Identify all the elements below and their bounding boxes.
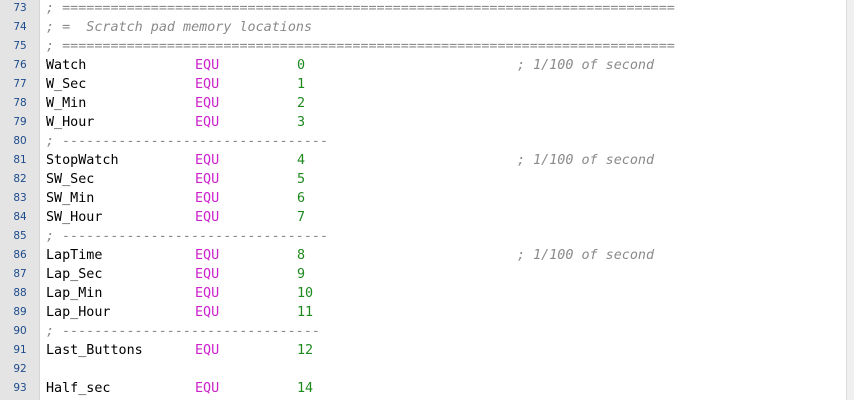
- symbol-label: LapTime: [46, 248, 103, 263]
- code-line[interactable]: 91 Last_Buttons EQU 12: [0, 341, 854, 360]
- code-line[interactable]: 85 ; ---------------------------------: [0, 227, 854, 246]
- line-number: 73: [13, 2, 27, 14]
- comment-text: ; ---------------------------------: [46, 134, 329, 149]
- comment-text: ; ======================================…: [46, 39, 675, 54]
- numeric-value: 10: [297, 286, 314, 301]
- line-number: 91: [13, 344, 27, 356]
- numeric-value: 14: [297, 381, 314, 396]
- line-number: 77: [13, 78, 27, 90]
- code-line[interactable]: 82 SW_Sec EQU 5: [0, 170, 854, 189]
- symbol-label: Lap_Hour: [46, 305, 111, 320]
- numeric-value: 3: [297, 115, 306, 130]
- code-line[interactable]: 76 Watch EQU 0 ; 1/100 of second: [0, 56, 854, 75]
- code-line[interactable]: 83 SW_Min EQU 6: [0, 189, 854, 208]
- symbol-label: Watch: [46, 58, 87, 73]
- comment-text: ; --------------------------------: [46, 324, 321, 339]
- equ-keyword: EQU: [195, 153, 220, 168]
- numeric-value: 2: [297, 96, 306, 111]
- line-number: 83: [13, 192, 27, 204]
- numeric-value: 4: [297, 153, 306, 168]
- symbol-label: SW_Hour: [46, 210, 103, 225]
- line-number-gutter: [0, 0, 40, 400]
- equ-keyword: EQU: [195, 381, 220, 396]
- symbol-label: Half_sec: [46, 381, 111, 396]
- equ-keyword: EQU: [195, 58, 220, 73]
- line-number: 75: [13, 40, 27, 52]
- line-number: 76: [13, 59, 27, 71]
- code-line[interactable]: 92: [0, 360, 854, 379]
- code-line[interactable]: 90 ; --------------------------------: [0, 322, 854, 341]
- equ-keyword: EQU: [195, 343, 220, 358]
- numeric-value: 0: [297, 58, 306, 73]
- equ-keyword: EQU: [195, 96, 220, 111]
- code-line[interactable]: 89 Lap_Hour EQU 11: [0, 303, 854, 322]
- symbol-label: W_Sec: [46, 77, 87, 92]
- comment-text: ; = Scratch pad memory locations: [46, 20, 313, 35]
- code-line[interactable]: 78 W_Min EQU 2: [0, 94, 854, 113]
- line-number: 90: [13, 325, 27, 337]
- symbol-label: Lap_Sec: [46, 267, 103, 282]
- vertical-scrollbar[interactable]: [846, 0, 854, 400]
- line-number: 80: [13, 135, 27, 147]
- numeric-value: 12: [297, 343, 314, 358]
- symbol-label: W_Hour: [46, 115, 95, 130]
- equ-keyword: EQU: [195, 191, 220, 206]
- equ-keyword: EQU: [195, 267, 220, 282]
- numeric-value: 7: [297, 210, 306, 225]
- code-line[interactable]: 87 Lap_Sec EQU 9: [0, 265, 854, 284]
- numeric-value: 8: [297, 248, 306, 263]
- equ-keyword: EQU: [195, 115, 220, 130]
- line-number: 82: [13, 173, 27, 185]
- inline-comment: ; 1/100 of second: [517, 153, 655, 168]
- line-number: 93: [13, 382, 27, 394]
- code-line[interactable]: 80 ; ---------------------------------: [0, 132, 854, 151]
- line-number: 86: [13, 249, 27, 261]
- equ-keyword: EQU: [195, 286, 220, 301]
- code-line[interactable]: 88 Lap_Min EQU 10: [0, 284, 854, 303]
- code-line[interactable]: 81 StopWatch EQU 4 ; 1/100 of second: [0, 151, 854, 170]
- inline-comment: ; 1/100 of second: [517, 248, 655, 263]
- symbol-label: Last_Buttons: [46, 343, 143, 358]
- code-line[interactable]: 74 ; = Scratch pad memory locations: [0, 18, 854, 37]
- comment-text: ; ---------------------------------: [46, 229, 329, 244]
- equ-keyword: EQU: [195, 210, 220, 225]
- symbol-label: StopWatch: [46, 153, 119, 168]
- code-line[interactable]: 84 SW_Hour EQU 7: [0, 208, 854, 227]
- line-number: 87: [13, 268, 27, 280]
- numeric-value: 6: [297, 191, 306, 206]
- numeric-value: 1: [297, 77, 306, 92]
- line-number: 89: [13, 306, 27, 318]
- equ-keyword: EQU: [195, 305, 220, 320]
- equ-keyword: EQU: [195, 172, 220, 187]
- symbol-label: Lap_Min: [46, 286, 103, 301]
- line-number: 92: [13, 363, 27, 375]
- line-number: 79: [13, 116, 27, 128]
- code-line[interactable]: 86 LapTime EQU 8 ; 1/100 of second: [0, 246, 854, 265]
- numeric-value: 9: [297, 267, 306, 282]
- code-line[interactable]: 77 W_Sec EQU 1: [0, 75, 854, 94]
- symbol-label: SW_Min: [46, 191, 95, 206]
- code-area[interactable]: [40, 0, 854, 400]
- comment-text: ; ======================================…: [46, 1, 675, 16]
- line-number: 81: [13, 154, 27, 166]
- line-number: 88: [13, 287, 27, 299]
- line-number: 78: [13, 97, 27, 109]
- numeric-value: 5: [297, 172, 306, 187]
- code-line[interactable]: 73 ; ====================================…: [0, 0, 854, 18]
- numeric-value: 11: [297, 305, 314, 320]
- line-number: 85: [13, 230, 27, 242]
- line-number: 84: [13, 211, 27, 223]
- code-line[interactable]: 79 W_Hour EQU 3: [0, 113, 854, 132]
- symbol-label: W_Min: [46, 96, 87, 111]
- symbol-label: SW_Sec: [46, 172, 95, 187]
- equ-keyword: EQU: [195, 248, 220, 263]
- line-number: 74: [13, 21, 27, 33]
- code-line[interactable]: 93 Half_sec EQU 14: [0, 379, 854, 398]
- inline-comment: ; 1/100 of second: [517, 58, 655, 73]
- equ-keyword: EQU: [195, 77, 220, 92]
- code-line[interactable]: 75 ; ====================================…: [0, 37, 854, 56]
